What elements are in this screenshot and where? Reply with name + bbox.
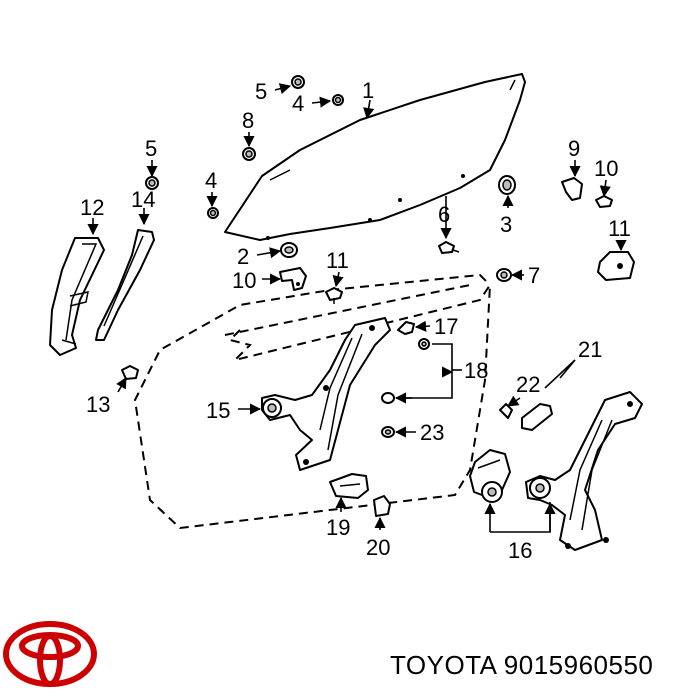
bush-18-b [381, 392, 395, 404]
clip-20 [373, 495, 391, 517]
bracket-10-left [279, 267, 307, 291]
cable-21 [521, 403, 553, 431]
callout-7: 7 [528, 263, 540, 288]
motor-16 [469, 449, 511, 503]
callout-8: 8 [242, 108, 254, 133]
callout-1: 1 [362, 78, 374, 103]
bolt-13 [121, 365, 139, 380]
callout-12: 12 [80, 195, 104, 220]
bolt-11-left [325, 287, 343, 304]
clip-9 [561, 177, 583, 201]
callout-15: 15 [206, 398, 230, 423]
door-outline [133, 273, 492, 530]
clip-4-left [207, 207, 219, 219]
callout-5-left: 5 [145, 136, 157, 161]
washer-23 [381, 426, 395, 438]
callout-3: 3 [500, 212, 512, 237]
callout-4-left: 4 [205, 168, 217, 193]
callout-22: 22 [516, 372, 540, 397]
part-label: TOYOTA 9015960550 [390, 650, 653, 681]
clip-8 [242, 147, 256, 161]
callout-19: 19 [326, 515, 350, 540]
bolt-10-right [595, 195, 613, 208]
channel-14 [95, 229, 155, 341]
bushing-3 [498, 175, 516, 195]
bush-18-a [418, 338, 430, 350]
spring-22 [499, 403, 513, 419]
callout-2: 2 [237, 244, 249, 269]
bolt-6 [438, 241, 460, 254]
cushion-2 [280, 242, 298, 258]
window-glass [224, 73, 526, 241]
callout-21: 21 [578, 337, 602, 362]
regulator-15 [261, 317, 391, 471]
regulator-right [525, 391, 643, 551]
callout-14: 14 [131, 187, 155, 212]
callout-10-right: 10 [594, 156, 618, 181]
clip-17 [397, 321, 415, 335]
callout-6: 6 [438, 202, 450, 227]
callout-4-top: 4 [292, 91, 304, 116]
footer [0, 610, 700, 700]
brand-name: TOYOTA [390, 650, 497, 680]
clip-7 [496, 268, 512, 282]
callout-9: 9 [568, 136, 580, 161]
callout-16: 16 [508, 538, 532, 563]
callout-10-left: 10 [232, 268, 256, 293]
part-number: 9015960550 [503, 650, 654, 680]
clip-5-top [291, 75, 305, 89]
toyota-logo-icon [3, 621, 97, 687]
clip-4-top [332, 94, 344, 106]
callout-18: 18 [464, 358, 488, 383]
callout-20: 20 [366, 535, 390, 560]
callout-11-right: 11 [608, 216, 631, 241]
channel-12 [49, 237, 105, 356]
bracket-11-right [597, 251, 635, 281]
callout-11-left: 11 [326, 248, 349, 273]
callout-5-top: 5 [255, 79, 267, 104]
callout-17: 17 [434, 314, 458, 339]
callout-23: 23 [420, 420, 444, 445]
callout-13: 13 [86, 392, 110, 417]
plate-19 [329, 473, 369, 499]
clip-5-left [145, 176, 159, 190]
